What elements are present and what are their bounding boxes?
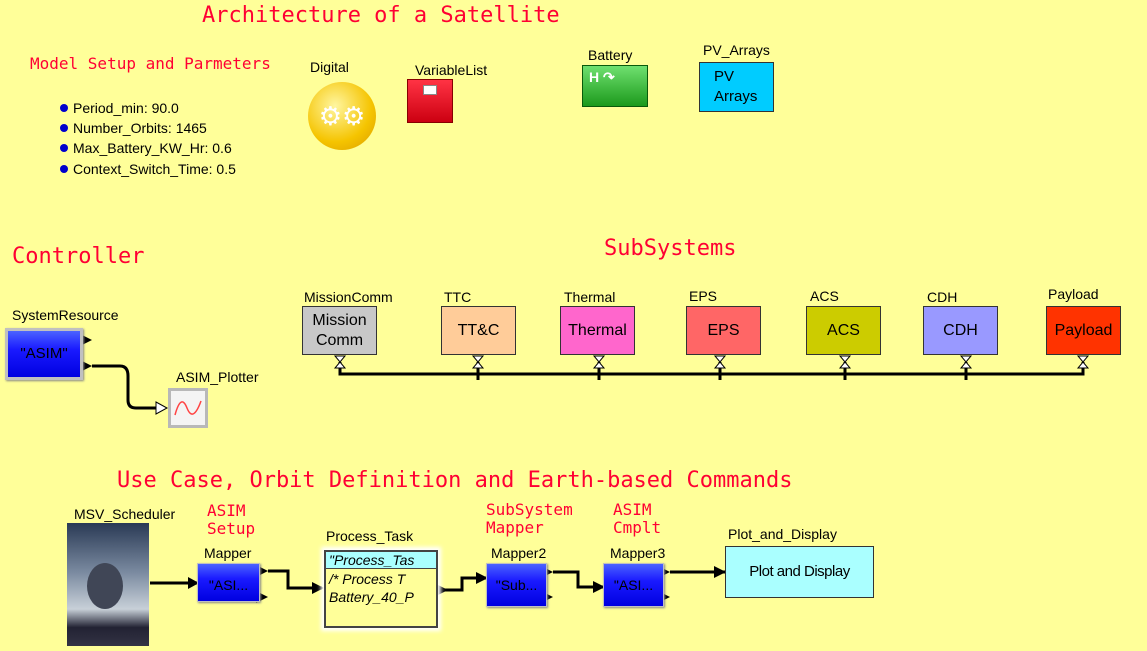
mapper2-value: "Sub... <box>495 577 538 593</box>
cdh-block[interactable]: CDH <box>923 306 998 355</box>
satellite-dish-image[interactable] <box>67 523 149 646</box>
scheduler-label: MSV_Scheduler <box>74 506 176 522</box>
system-resource-value: "ASIM" <box>20 345 68 362</box>
setup-heading: Model Setup and Parmeters <box>30 54 271 73</box>
bullet-icon <box>60 165 68 173</box>
payload-block[interactable]: Payload <box>1046 306 1121 355</box>
mapper-label: Mapper <box>204 545 252 561</box>
bullet-icon <box>60 144 68 152</box>
process-task-block[interactable]: "Process_Tas /* Process T Battery_40_P <box>324 550 438 628</box>
pv-arrays-block[interactable]: PV Arrays <box>699 62 774 112</box>
ttc-block[interactable]: TT&C <box>441 306 516 355</box>
mapper3-block[interactable]: "ASI... <box>603 563 664 607</box>
plotter-label: ASIM_Plotter <box>176 369 259 385</box>
plot-display-block[interactable]: Plot and Display <box>725 546 874 598</box>
digital-label: Digital <box>310 59 349 75</box>
battery-label: Battery <box>588 47 633 63</box>
param-text: Context_Switch_Time: 0.5 <box>73 161 236 177</box>
mapper-block[interactable]: "ASI... <box>197 563 260 602</box>
param-period[interactable]: Period_min: 90.0 <box>60 100 179 116</box>
plotter-icon[interactable] <box>168 388 208 428</box>
thermal-label: Thermal <box>564 289 616 305</box>
pv-arrays-label: PV_Arrays <box>703 42 770 58</box>
param-text: Number_Orbits: 1465 <box>73 120 207 136</box>
system-resource-label: SystemResource <box>12 307 119 323</box>
variablelist-label: VariableList <box>415 62 488 78</box>
ttc-label: TTC <box>444 289 472 305</box>
param-battery[interactable]: Max_Battery_KW_Hr: 0.6 <box>60 140 232 156</box>
variablelist-icon[interactable] <box>407 79 453 123</box>
eps-label: EPS <box>689 288 718 304</box>
bullet-icon <box>60 104 68 112</box>
digital-gear-icon[interactable]: ⚙⚙ <box>308 82 376 150</box>
subsystems-heading: SubSystems <box>604 236 737 261</box>
payload-label: Payload <box>1048 286 1099 302</box>
controller-heading: Controller <box>12 244 145 269</box>
bullet-icon <box>60 124 68 132</box>
asim-cmplt-note: ASIM Cmplt <box>613 500 662 537</box>
missioncomm-label: MissionComm <box>304 289 393 305</box>
system-resource-block[interactable]: "ASIM" <box>5 328 83 380</box>
param-context-switch[interactable]: Context_Switch_Time: 0.5 <box>60 161 236 177</box>
mapper3-value: "ASI... <box>613 577 654 593</box>
thermal-block[interactable]: Thermal <box>560 306 635 355</box>
acs-block[interactable]: ACS <box>806 306 881 355</box>
process-task-line2: /* Process T <box>329 571 406 587</box>
acs-label: ACS <box>810 288 839 304</box>
param-text: Period_min: 90.0 <box>73 100 179 116</box>
usecase-heading: Use Case, Orbit Definition and Earth-bas… <box>117 468 793 493</box>
battery-icon[interactable]: H ↷ <box>582 65 648 107</box>
process-task-line3: Battery_40_P <box>329 589 414 605</box>
cdh-label: CDH <box>927 289 958 305</box>
mapper-value: "ASI... <box>208 577 249 593</box>
plot-display-label: Plot_and_Display <box>728 526 837 542</box>
eps-block[interactable]: EPS <box>686 306 761 355</box>
param-orbits[interactable]: Number_Orbits: 1465 <box>60 120 207 136</box>
missioncomm-block[interactable]: Mission Comm <box>302 306 377 355</box>
mapper2-label: Mapper2 <box>491 545 547 561</box>
mapper3-label: Mapper3 <box>610 545 666 561</box>
process-task-label: Process_Task <box>326 528 414 544</box>
process-task-line1: "Process_Tas <box>326 552 436 569</box>
param-text: Max_Battery_KW_Hr: 0.6 <box>73 140 232 156</box>
mapper2-block[interactable]: "Sub... <box>486 563 547 607</box>
subsystem-mapper-note: SubSystem Mapper <box>486 500 573 537</box>
page-title: Architecture of a Satellite <box>202 3 560 28</box>
asim-setup-note: ASIM Setup <box>207 501 256 538</box>
